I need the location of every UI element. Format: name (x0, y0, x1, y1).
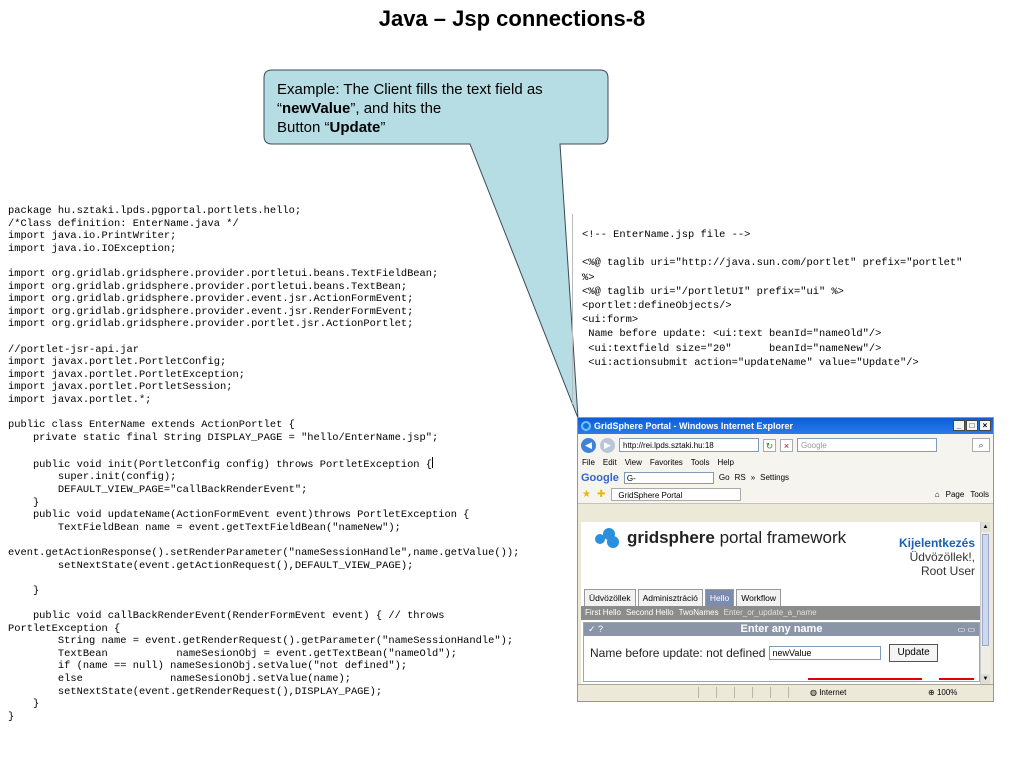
callout-line1: Example: The Client fills the text field… (277, 81, 543, 98)
google-go-button[interactable]: Go (718, 473, 730, 482)
subtab-enter-name[interactable]: Enter_or_update_a_name (723, 608, 817, 617)
stop-icon[interactable]: × (780, 438, 793, 452)
button-highlight-underline (939, 678, 974, 680)
sub-tabs: First Hello Second Hello TwoNames Enter_… (581, 606, 983, 620)
subtab-first-hello[interactable]: First Hello (585, 608, 622, 617)
favorites-star-icon[interactable]: ★ (582, 489, 591, 500)
menu-help[interactable]: Help (717, 458, 734, 467)
status-zoom[interactable]: ⊕ 100% (928, 688, 958, 697)
maximize-button[interactable]: □ (966, 420, 978, 431)
window-title: GridSphere Portal - Windows Internet Exp… (594, 421, 793, 431)
browser-tab[interactable]: GridSphere Portal (611, 488, 742, 501)
portal-tabs: Üdvözöllek Adminisztráció Hello Workflow (584, 589, 782, 606)
forward-icon[interactable]: ▶ (600, 437, 615, 453)
vertical-scrollbar[interactable]: ▲ ▼ (980, 522, 990, 684)
java-code-block: package hu.sztaki.lpds.pgportal.portlets… (8, 205, 519, 723)
globe-icon: ◍ (810, 688, 820, 697)
text-cursor (432, 456, 434, 468)
search-input[interactable]: Google (797, 438, 937, 452)
address-input[interactable]: http://rei.lpds.sztaki.hu:18 (619, 438, 759, 452)
portlet-edit-help-icons[interactable]: ✓ ? (588, 624, 604, 634)
brand-name: gridsphere (627, 528, 715, 547)
back-icon[interactable]: ◀ (581, 437, 596, 453)
gridsphere-logo: gridsphere portal framework (595, 528, 846, 548)
brand-rest: portal framework (714, 528, 847, 547)
callout-button-prefix: Button “ (277, 119, 330, 136)
google-toolbar-input[interactable]: G- (623, 471, 714, 484)
home-icon[interactable]: ⌂ (934, 490, 940, 499)
tab-administration[interactable]: Adminisztráció (637, 589, 703, 606)
callout-mid: ”, and hits the (350, 100, 442, 117)
gridsphere-dots-icon (595, 528, 621, 548)
google-toolbar: Google G- Go RS » Settings (578, 469, 993, 486)
address-bar: ◀ ▶ http://rei.lpds.sztaki.hu:18 ↻ × Goo… (578, 434, 993, 456)
zoom-icon: ⊕ (928, 688, 937, 697)
google-more-button[interactable]: » (750, 473, 756, 482)
menu-tools[interactable]: Tools (690, 458, 710, 467)
callout-quote-close: ” (380, 119, 386, 136)
subtab-two-names[interactable]: TwoNames (678, 608, 719, 617)
menu-file[interactable]: File (582, 458, 595, 467)
menu-view[interactable]: View (624, 458, 642, 467)
window-controls: _ □ × (953, 420, 991, 431)
callout-button-name: Update (329, 119, 381, 136)
close-button[interactable]: × (979, 420, 991, 431)
google-settings-button[interactable]: Settings (760, 473, 790, 482)
menu-edit[interactable]: Edit (602, 458, 617, 467)
menu-bar: File Edit View Favorites Tools Help (578, 456, 993, 469)
greeting: Üdvözöllek!, (909, 550, 975, 564)
minimize-button[interactable]: _ (953, 420, 965, 431)
google-rs-button[interactable]: RS (734, 473, 746, 482)
status-zone: ◍ Internet (810, 688, 847, 697)
user-name: Root User (920, 564, 975, 578)
tools-menu[interactable]: Tools (970, 490, 989, 499)
command-bar: ⌂ Page Tools (935, 490, 993, 499)
callout-quote-open: “ (277, 100, 282, 117)
subtab-second-hello[interactable]: Second Hello (626, 608, 674, 617)
favorites-bar: ★ ✚ GridSphere Portal ⌂ Page Tools (578, 486, 993, 504)
callout-value: newValue (282, 100, 351, 117)
logout-link[interactable]: Kijelentkezés (898, 536, 975, 550)
enter-name-portlet: ✓ ? Enter any name ▭ ▭ Name before updat… (583, 622, 980, 682)
name-before-label: Name before update: not defined (590, 646, 766, 660)
scroll-up-icon[interactable]: ▲ (981, 522, 990, 532)
search-icon[interactable]: ⌕ (972, 438, 990, 452)
browser-window: GridSphere Portal - Windows Internet Exp… (577, 417, 994, 702)
portlet-header: ✓ ? Enter any name ▭ ▭ (584, 623, 979, 636)
portlet-window-icons[interactable]: ▭ ▭ (957, 625, 975, 634)
name-new-input[interactable]: newValue (769, 646, 882, 660)
tab-workflow[interactable]: Workflow (736, 589, 782, 606)
portlet-title: Enter any name (740, 623, 823, 635)
input-highlight-underline (808, 678, 922, 680)
update-button[interactable]: Update (889, 644, 938, 662)
refresh-icon[interactable]: ↻ (763, 438, 776, 452)
browser-titlebar: GridSphere Portal - Windows Internet Exp… (578, 418, 993, 434)
jsp-code-block: <!-- EnterName.jsp file --> <%@ taglib u… (582, 229, 963, 369)
scroll-thumb[interactable] (982, 534, 989, 646)
ie-logo-icon (581, 421, 591, 431)
name-form: Name before update: not defined newValue… (590, 644, 938, 662)
tab-hello[interactable]: Hello (704, 589, 735, 606)
jsp-divider (572, 214, 573, 404)
menu-favorites[interactable]: Favorites (649, 458, 683, 467)
page-menu[interactable]: Page (945, 490, 965, 499)
java-code-part1: package hu.sztaki.lpds.pgportal.portlets… (8, 205, 439, 471)
status-bar: ◍ Internet ⊕ 100% (578, 684, 993, 701)
user-box: Kijelentkezés Üdvözöllek!, Root User (899, 536, 975, 578)
scroll-down-icon[interactable]: ▼ (981, 674, 990, 684)
callout-text: Example: The Client fills the text field… (277, 80, 597, 137)
tab-welcome[interactable]: Üdvözöllek (584, 589, 636, 606)
add-favorite-icon[interactable]: ✚ (596, 489, 606, 500)
page-content: gridsphere portal framework Kijelentkezé… (581, 522, 983, 684)
java-code-part2: super.init(config); DEFAULT_VIEW_PAGE="c… (8, 471, 520, 723)
google-logo: Google (581, 471, 619, 484)
slide-title: Java – Jsp connections-8 (378, 6, 646, 31)
